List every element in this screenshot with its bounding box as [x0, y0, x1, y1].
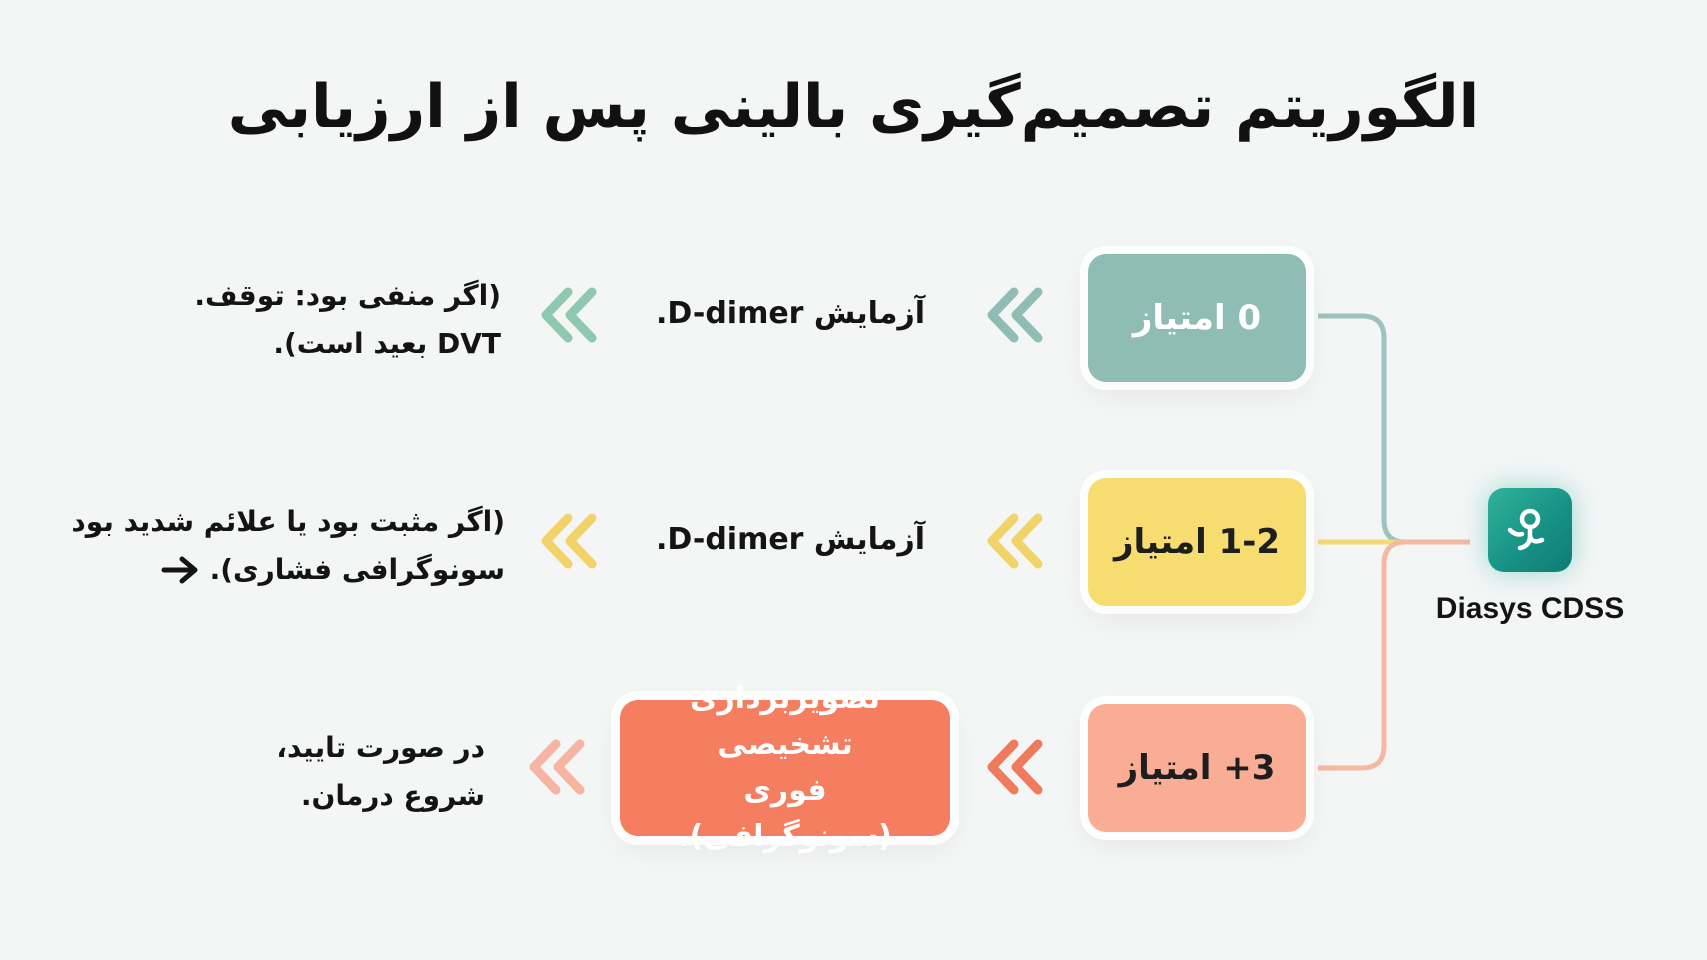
pin-fork-icon: [1488, 488, 1572, 572]
outcome-line: (اگر مثبت بود یا علائم شدید بود: [71, 505, 505, 538]
score-box-1-2: 1-2 امتیاز: [1088, 478, 1306, 606]
score-label: 3+ امتیاز: [1118, 748, 1276, 788]
outcome-text: (اگر منفی بود: توقف. DVT بعید است).: [194, 272, 501, 368]
double-chevron-left-icon: [529, 739, 585, 795]
score-label: 1-2 امتیاز: [1113, 522, 1281, 562]
outcome-line: (اگر منفی بود: توقف.: [194, 279, 501, 312]
brand-name: Diasys CDSS: [1435, 592, 1625, 625]
urgent-line: تصویربرداری تشخیصی: [690, 681, 880, 762]
outcome-line-with-arrow: سونوگرافی فشاری).: [71, 546, 505, 594]
action-text: آزمایش D-dimer.: [656, 522, 925, 557]
action-text: آزمایش D-dimer.: [656, 296, 925, 331]
outcome-text: در صورت تایید، شروع درمان.: [276, 724, 485, 820]
urgent-imaging-box: تصویربرداری تشخیصی فوری (سونوگرافی).: [620, 681, 950, 854]
double-chevron-left-icon: [987, 287, 1043, 343]
arrow-right-icon: [161, 556, 198, 584]
double-chevron-left-icon: [987, 513, 1043, 569]
connector-salmon: [1318, 539, 1470, 771]
outcome-text: (اگر مثبت بود یا علائم شدید بود سونوگراف…: [71, 498, 505, 594]
score-label: 0 امتیاز: [1132, 298, 1262, 338]
outcome-line: شروع درمان.: [300, 779, 485, 812]
score-box-3plus: 3+ امتیاز: [1088, 704, 1306, 832]
score-box-0: 0 امتیاز: [1088, 254, 1306, 382]
logo-glyph: [1507, 508, 1545, 551]
connector-teal: [1318, 313, 1470, 545]
urgent-line: فوری (سونوگرافی).: [678, 773, 892, 854]
outcome-line: در صورت تایید،: [276, 731, 485, 764]
double-chevron-left-icon: [541, 287, 597, 343]
double-chevron-left-icon: [541, 513, 597, 569]
double-chevron-left-icon: [987, 739, 1043, 795]
page-title: الگوریتم تصمیم‌گیری بالینی پس از ارزیابی: [227, 72, 1480, 142]
urgent-imaging-text: تصویربرداری تشخیصی فوری (سونوگرافی).: [635, 676, 935, 860]
outcome-line: DVT بعید است).: [273, 327, 501, 360]
outcome-line: سونوگرافی فشاری).: [209, 553, 505, 586]
